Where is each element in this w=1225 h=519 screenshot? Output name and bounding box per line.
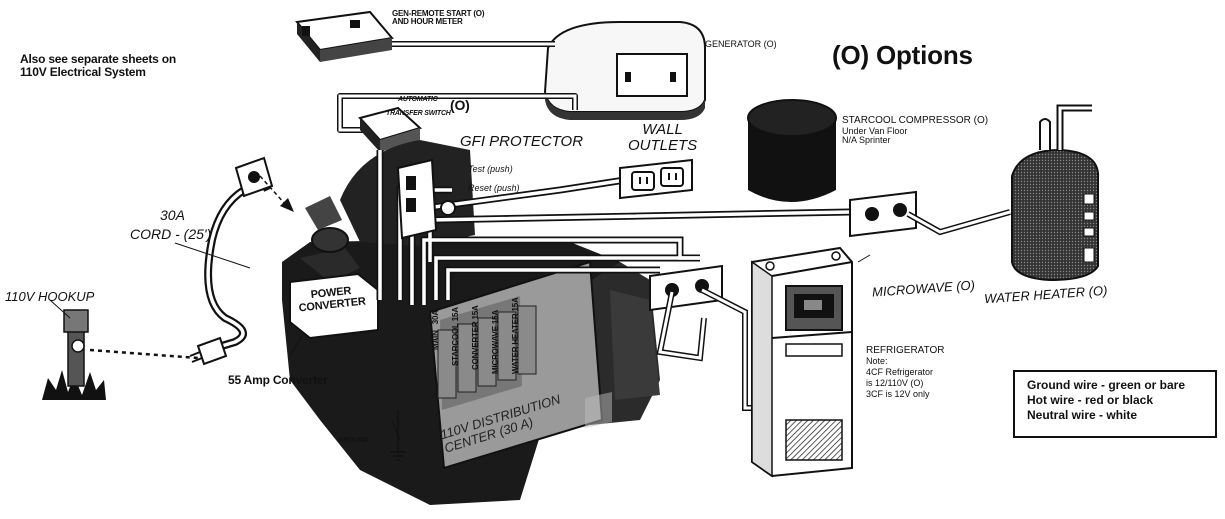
refrigerator-line-3: 4CF Refrigerator: [866, 367, 945, 378]
breaker-starcool: STARCOOL 15A: [452, 307, 460, 366]
note-line-1: Also see separate sheets on: [20, 53, 176, 66]
legend-ground-wire: Ground wire - green or bare: [1027, 378, 1215, 393]
gen-remote-start-box: [297, 12, 392, 62]
automatic-label: AUTOMATIC: [398, 96, 438, 103]
breaker-starcool-name: STARCOOL: [451, 323, 460, 366]
transfer-option-label: (O): [450, 98, 470, 113]
gen-remote-label: GEN-REMOTE START (O) AND HOUR METER: [392, 10, 484, 27]
refrigerator-outlet: [650, 266, 722, 310]
refrigerator-line-5: 3CF is 12V only: [866, 389, 945, 400]
microwave-outlet: [850, 192, 916, 236]
hookup-label: 110V HOOKUP: [5, 290, 94, 304]
note-line-2: 110V Electrical System: [20, 66, 176, 79]
starcool-line-1: STARCOOL COMPRESSOR (O): [842, 116, 988, 127]
power-cord: [208, 184, 268, 348]
transfer-switch-label: TRANSFER SWITCH: [386, 110, 451, 117]
breaker-microwave-amps: 15A: [491, 310, 500, 324]
wall-outlets-line-1: WALL: [628, 122, 697, 138]
wall-outlets-line-2: OUTLETS: [628, 138, 697, 154]
gen-remote-line-2: AND HOUR METER: [392, 18, 484, 26]
breaker-water-heater-name: WATER HEATER: [511, 314, 520, 374]
breaker-converter-name: CONVERTER: [471, 322, 480, 370]
wire-legend: Ground wire - green or bare Hot wire - r…: [1013, 370, 1217, 438]
cord-length-label: CORD - (25'): [130, 227, 211, 242]
refrigerator: [752, 248, 852, 476]
separate-sheets-note: Also see separate sheets on 110V Electri…: [20, 53, 176, 78]
starcool-compressor: [748, 100, 836, 202]
wall-outlets-label: WALL OUTLETS: [628, 122, 697, 154]
cord-amps-label: 30A: [160, 208, 185, 223]
gfi-reset-label: Reset (push): [468, 184, 520, 193]
gfi-test-label: Test (push): [468, 165, 513, 174]
breaker-water-heater: WATER HEATER 15A: [512, 297, 520, 374]
options-title: (O) Options: [832, 42, 973, 69]
refrigerator-line-4: is 12/110V (O): [866, 378, 945, 389]
hookup-post: [42, 310, 198, 400]
refrigerator-line-2: Note:: [866, 356, 945, 367]
wall-outlets: [620, 160, 692, 198]
refrigerator-line-1: REFRIGERATOR: [866, 345, 945, 356]
generator-label: GENERATOR (O): [705, 40, 777, 49]
breaker-microwave: MICROWAVE 15A: [492, 310, 500, 374]
breaker-main: MAIN 30A: [432, 310, 440, 350]
water-heater: [1012, 108, 1098, 280]
legend-neutral-wire: Neutral wire - white: [1027, 408, 1215, 423]
breaker-converter-amps: 15A: [471, 305, 480, 319]
refrigerator-label: REFRIGERATOR Note: 4CF Refrigerator is 1…: [866, 345, 945, 400]
breaker-main-name: MAIN: [431, 330, 440, 350]
breaker-microwave-name: MICROWAVE: [491, 326, 500, 374]
generator: [545, 22, 705, 120]
breaker-water-heater-amps: 15A: [511, 297, 520, 311]
ground-label: GROUND: [338, 437, 368, 444]
breaker-main-amps: 30A: [431, 310, 440, 324]
starcool-label: STARCOOL COMPRESSOR (O) Under Van Floor …: [842, 116, 988, 145]
starcool-line-3: N/A Sprinter: [842, 136, 988, 145]
amp-converter-label: 55 Amp Converter: [228, 374, 328, 387]
cord-plug-bottom: [190, 338, 226, 364]
legend-hot-wire: Hot wire - red or black: [1027, 393, 1215, 408]
plug-arrow: [260, 176, 294, 212]
gfi-protector-label: GFI PROTECTOR: [460, 134, 583, 150]
breaker-converter: CONVERTER 15A: [472, 305, 480, 370]
breaker-starcool-amps: 15A: [451, 307, 460, 321]
